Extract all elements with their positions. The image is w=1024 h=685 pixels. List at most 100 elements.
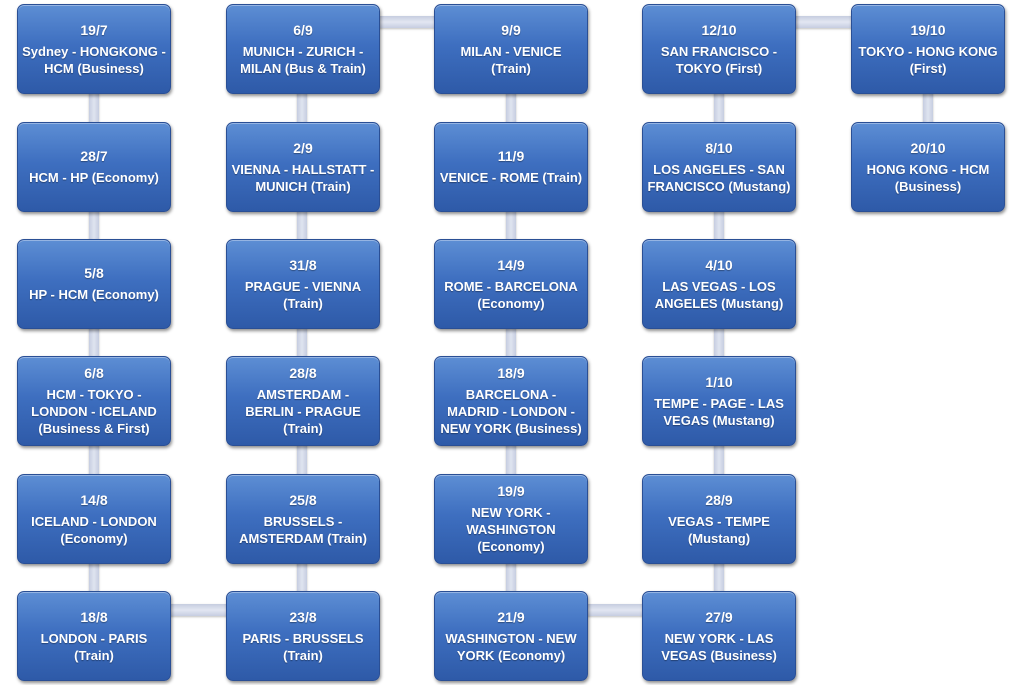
itinerary-node-5-8: 5/8 HP - HCM (Economy)	[17, 239, 171, 329]
node-route: ROME - BARCELONA (Economy)	[444, 278, 578, 311]
connector-n2-n3	[89, 210, 99, 242]
connector-n7-n8	[297, 562, 307, 594]
node-route: MUNICH - ZURICH - MILAN (Bus & Train)	[240, 43, 366, 76]
itinerary-node-14-8: 14/8 ICELAND - LONDON (Economy)	[17, 474, 171, 564]
node-date: 6/8	[84, 365, 104, 381]
connector-n23-n24	[714, 92, 724, 124]
connector-n12-n13	[377, 16, 439, 28]
itinerary-node-11-9: 11/9 VENICE - ROME (Train)	[434, 122, 588, 212]
connector-n25-n26	[923, 92, 933, 124]
node-route: NEW YORK - LAS VEGAS (Business)	[661, 630, 777, 663]
connector-n8-n9	[297, 444, 307, 476]
node-route: TEMPE - PAGE - LAS VEGAS (Mustang)	[654, 395, 784, 428]
node-route: VIENNA - HALLSTATT - MUNICH (Train)	[231, 161, 375, 194]
connector-n22-n23	[714, 210, 724, 242]
itinerary-node-27-9: 27/9 NEW YORK - LAS VEGAS (Business)	[642, 591, 796, 681]
node-date: 19/9	[497, 483, 525, 499]
itinerary-node-8-10: 8/10 LOS ANGELES - SAN FRANCISCO (Mustan…	[642, 122, 796, 212]
node-date: 18/8	[80, 608, 108, 625]
itinerary-node-19-7: 19/7 Sydney - HONGKONG - HCM (Business)	[17, 4, 171, 94]
node-route: PRAGUE - VIENNA (Train)	[244, 278, 362, 311]
itinerary-node-6-9: 6/9 MUNICH - ZURICH - MILAN (Bus & Train…	[226, 4, 380, 94]
connector-n6-n7	[168, 604, 230, 616]
node-route: VEGAS - TEMPE (Mustang)	[668, 513, 770, 546]
connector-n10-n11	[297, 210, 307, 242]
node-route: TOKYO - HONG KONG (First)	[858, 43, 998, 76]
node-date: 6/9	[293, 21, 313, 38]
node-route: HCM - HP (Economy)	[29, 170, 159, 185]
itinerary-node-9-9: 9/9 MILAN - VENICE (Train)	[434, 4, 588, 94]
connector-n14-n15	[506, 210, 516, 242]
connector-n15-n16	[506, 327, 516, 359]
itinerary-node-21-9: 21/9 WASHINGTON - NEW YORK (Economy)	[434, 591, 588, 681]
node-date: 27/9	[705, 608, 733, 625]
itinerary-node-19-9: 19/9 NEW YORK - WASHINGTON (Economy)	[434, 474, 588, 564]
itinerary-node-1-10: 1/10 TEMPE - PAGE - LAS VEGAS (Mustang)	[642, 356, 796, 446]
node-route: HP - HCM (Economy)	[29, 287, 159, 302]
connector-n4-n5	[89, 444, 99, 476]
connector-n13-n14	[506, 92, 516, 124]
node-date: 25/8	[289, 491, 317, 508]
itinerary-node-19-10: 19/10 TOKYO - HONG KONG (First)	[851, 4, 1005, 94]
node-route: BARCELONA - MADRID - LONDON - NEW YORK (…	[440, 387, 582, 436]
connector-n5-n6	[89, 562, 99, 594]
itinerary-node-14-9: 14/9 ROME - BARCELONA (Economy)	[434, 239, 588, 329]
itinerary-node-31-8: 31/8 PRAGUE - VIENNA (Train)	[226, 239, 380, 329]
node-route: HCM - TOKYO - LONDON - ICELAND (Business…	[31, 387, 157, 436]
connector-n3-n4	[89, 327, 99, 359]
node-route: ICELAND - LONDON (Economy)	[31, 513, 157, 546]
connector-n1-n2	[89, 92, 99, 124]
node-route: NEW YORK - WASHINGTON (Economy)	[466, 505, 556, 554]
node-route: BRUSSELS - AMSTERDAM (Train)	[239, 513, 367, 546]
node-route: LONDON - PARIS (Train)	[40, 630, 148, 663]
node-date: 11/9	[497, 148, 525, 164]
node-date: 20/10	[910, 139, 946, 156]
connector-n19-n20	[714, 562, 724, 594]
itinerary-node-4-10: 4/10 LAS VEGAS - LOS ANGELES (Mustang)	[642, 239, 796, 329]
node-date: 18/9	[497, 365, 525, 381]
itinerary-node-25-8: 25/8 BRUSSELS - AMSTERDAM (Train)	[226, 474, 380, 564]
itinerary-node-2-9: 2/9 VIENNA - HALLSTATT - MUNICH (Train)	[226, 122, 380, 212]
node-date: 31/8	[289, 256, 317, 273]
connector-n18-n19	[585, 604, 647, 616]
node-date: 28/7	[80, 148, 108, 164]
node-date: 21/9	[497, 608, 525, 625]
connector-n21-n22	[714, 327, 724, 359]
itinerary-node-23-8: 23/8 PARIS - BRUSSELS (Train)	[226, 591, 380, 681]
connector-n17-n18	[506, 562, 516, 594]
node-date: 2/9	[293, 139, 313, 156]
node-date: 28/8	[289, 365, 317, 381]
node-route: MILAN - VENICE (Train)	[460, 43, 562, 76]
connector-n9-n10	[297, 327, 307, 359]
node-route: LOS ANGELES - SAN FRANCISCO (Mustang)	[647, 161, 791, 194]
itinerary-node-12-10: 12/10 SAN FRANCISCO - TOKYO (First)	[642, 4, 796, 94]
node-date: 14/8	[80, 491, 108, 508]
node-route: LAS VEGAS - LOS ANGELES (Mustang)	[654, 278, 784, 311]
connector-n16-n17	[506, 444, 516, 476]
node-date: 8/10	[705, 139, 733, 156]
itinerary-node-28-8: 28/8 AMSTERDAM - BERLIN - PRAGUE (Train)	[226, 356, 380, 446]
itinerary-node-20-10: 20/10 HONG KONG - HCM (Business)	[851, 122, 1005, 212]
connector-n24-n25	[793, 16, 855, 28]
node-date: 4/10	[705, 256, 733, 273]
node-date: 23/8	[289, 608, 317, 625]
node-route: PARIS - BRUSSELS (Train)	[242, 630, 364, 663]
node-date: 19/7	[80, 21, 108, 38]
itinerary-node-18-8: 18/8 LONDON - PARIS (Train)	[17, 591, 171, 681]
itinerary-node-6-8: 6/8 HCM - TOKYO - LONDON - ICELAND (Busi…	[17, 356, 171, 446]
node-route: WASHINGTON - NEW YORK (Economy)	[445, 630, 577, 663]
node-date: 5/8	[84, 265, 104, 281]
connector-n20-n21	[714, 444, 724, 476]
node-date: 14/9	[497, 256, 525, 273]
node-route: VENICE - ROME (Train)	[439, 170, 583, 185]
node-date: 19/10	[910, 21, 946, 38]
node-date: 9/9	[501, 21, 521, 38]
node-date: 28/9	[705, 491, 733, 508]
itinerary-node-18-9: 18/9 BARCELONA - MADRID - LONDON - NEW Y…	[434, 356, 588, 446]
itinerary-node-28-9: 28/9 VEGAS - TEMPE (Mustang)	[642, 474, 796, 564]
node-date: 12/10	[701, 21, 737, 38]
node-route: AMSTERDAM - BERLIN - PRAGUE (Train)	[245, 387, 361, 436]
node-date: 1/10	[705, 373, 733, 390]
connector-n11-n12	[297, 92, 307, 124]
